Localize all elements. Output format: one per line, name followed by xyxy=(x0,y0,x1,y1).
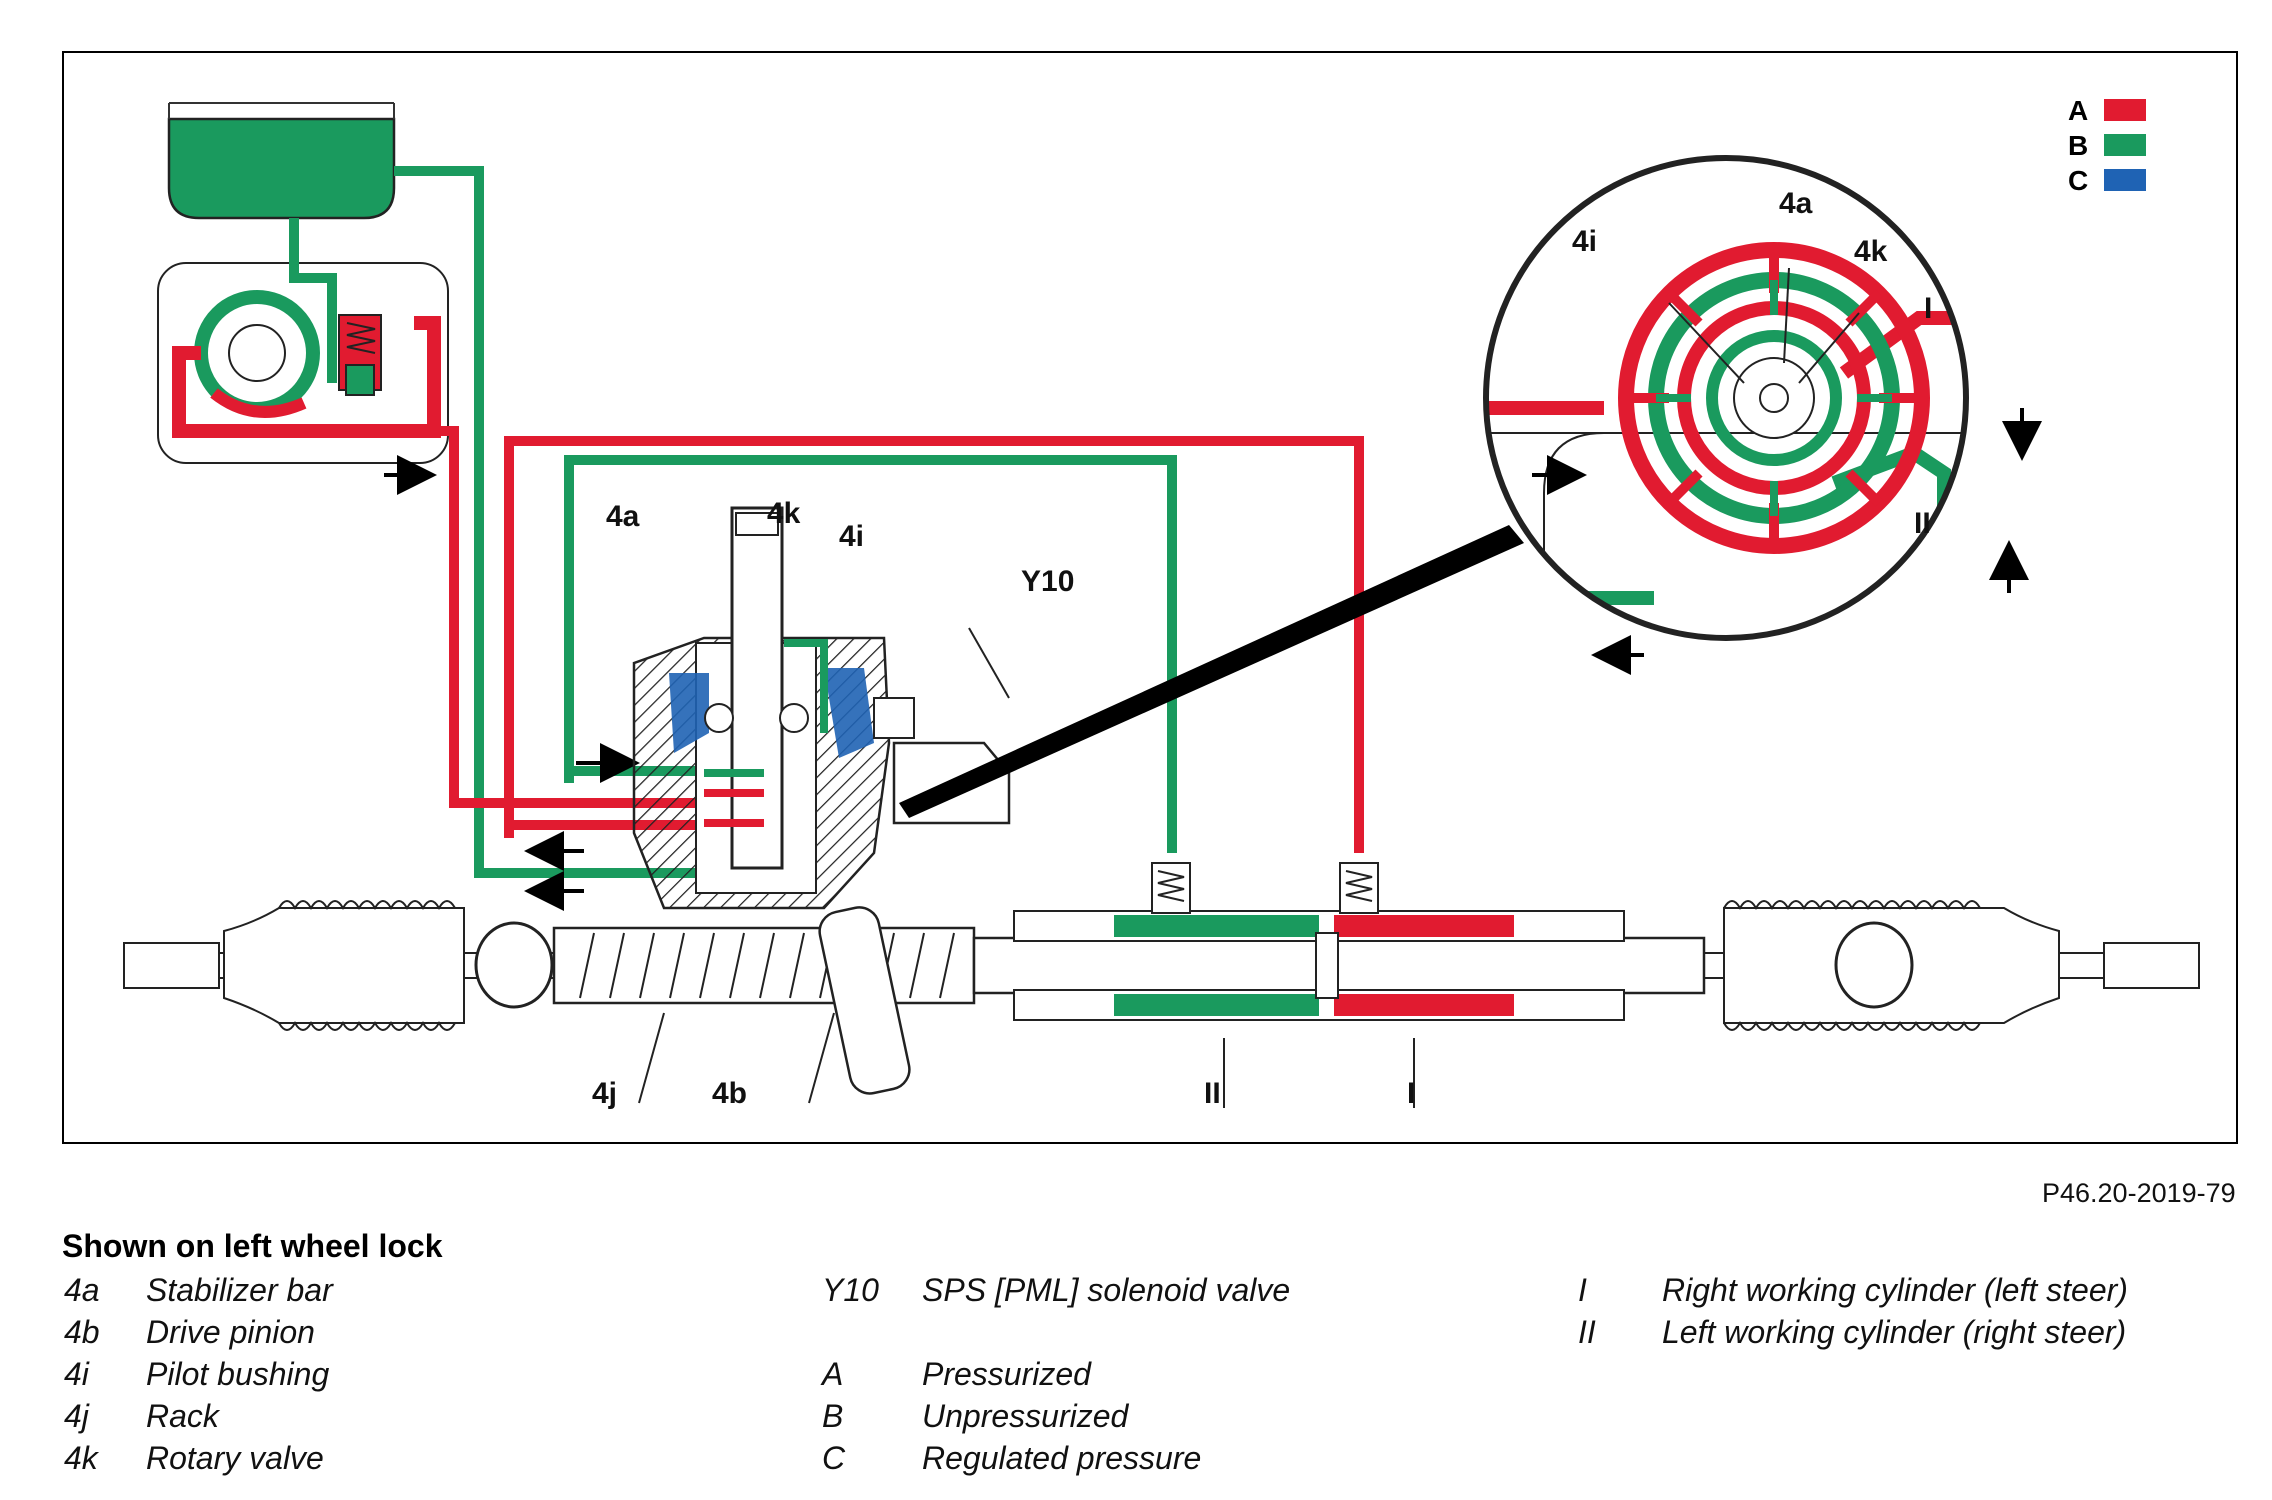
legend-text-ii: Left working cylinder (right steer) xyxy=(1662,1314,2127,1350)
flow-arrows xyxy=(384,455,640,911)
legend-text-4j: Rack xyxy=(146,1398,219,1434)
steering-rack-assembly xyxy=(123,862,2200,1108)
legend-text-4k: Rotary valve xyxy=(146,1440,324,1476)
detail-label-i: I xyxy=(1924,292,1932,325)
steering-system-diagram: A B C 4a 4k 4i Y10 4j 4b II I 4i 4a 4k I… xyxy=(123,95,2200,1110)
label-4b: 4b xyxy=(712,1077,747,1110)
color-swatch-c xyxy=(2104,169,2146,191)
figure-code: P46.20-2019-79 xyxy=(2042,1178,2236,1208)
legend-text-i: Right working cylinder (left steer) xyxy=(1662,1272,2128,1308)
color-swatch-a xyxy=(2104,99,2146,121)
detail-label-4k: 4k xyxy=(1854,235,1888,268)
label-cylinder-ii: II xyxy=(1204,1077,1221,1110)
detail-label-4i: 4i xyxy=(1572,225,1597,258)
legend-code-4k: 4k xyxy=(64,1440,98,1476)
legend-code-y10: Y10 xyxy=(822,1272,879,1308)
label-4a: 4a xyxy=(606,500,640,533)
rotary-valve-detail xyxy=(1483,155,2042,675)
fluid-reservoir xyxy=(167,102,396,220)
color-key-b: B xyxy=(2068,130,2088,161)
steering-valve-housing xyxy=(632,506,1011,910)
color-key: A B C xyxy=(2068,95,2146,196)
legend-text-4i: Pilot bushing xyxy=(146,1356,330,1392)
color-swatch-b xyxy=(2104,134,2146,156)
legend-code-4j: 4j xyxy=(64,1398,89,1434)
legend-code-c: C xyxy=(822,1440,846,1476)
legend-text-4b: Drive pinion xyxy=(146,1314,315,1350)
legend-text-4a: Stabilizer bar xyxy=(146,1272,333,1308)
legend-text-y10: SPS [PML] solenoid valve xyxy=(922,1272,1291,1308)
label-cylinder-i: I xyxy=(1407,1077,1415,1110)
legend-heading: Shown on left wheel lock xyxy=(62,1228,443,1264)
color-key-c: C xyxy=(2068,165,2088,196)
legend-code-i: I xyxy=(1578,1272,1587,1308)
legend-code-4b: 4b xyxy=(64,1314,100,1350)
legend-code-4a: 4a xyxy=(64,1272,100,1308)
detail-pointer xyxy=(899,525,1524,818)
label-4i: 4i xyxy=(839,520,864,553)
diagram-labels: 4a 4k 4i Y10 4j 4b II I 4i 4a 4k I II xyxy=(592,187,1932,1110)
color-key-a: A xyxy=(2068,95,2088,126)
legend-code-ii: II xyxy=(1578,1314,1596,1350)
diagram-frame: A B C 4a 4k 4i Y10 4j 4b II I 4i 4a 4k I… xyxy=(62,51,2238,1144)
power-steering-pump xyxy=(157,262,449,464)
legend-text-a: Pressurized xyxy=(922,1356,1091,1392)
legend-text-b: Unpressurized xyxy=(922,1398,1129,1434)
detail-label-ii: II xyxy=(1914,507,1931,540)
detail-label-4a: 4a xyxy=(1779,187,1813,220)
label-4j: 4j xyxy=(592,1077,617,1110)
label-4k: 4k xyxy=(767,497,801,530)
legend-text-c: Regulated pressure xyxy=(922,1440,1202,1476)
legend-code-4i: 4i xyxy=(64,1356,89,1392)
legend-code-a: A xyxy=(822,1356,844,1392)
label-y10: Y10 xyxy=(1021,565,1074,598)
legend-code-b: B xyxy=(822,1398,844,1434)
